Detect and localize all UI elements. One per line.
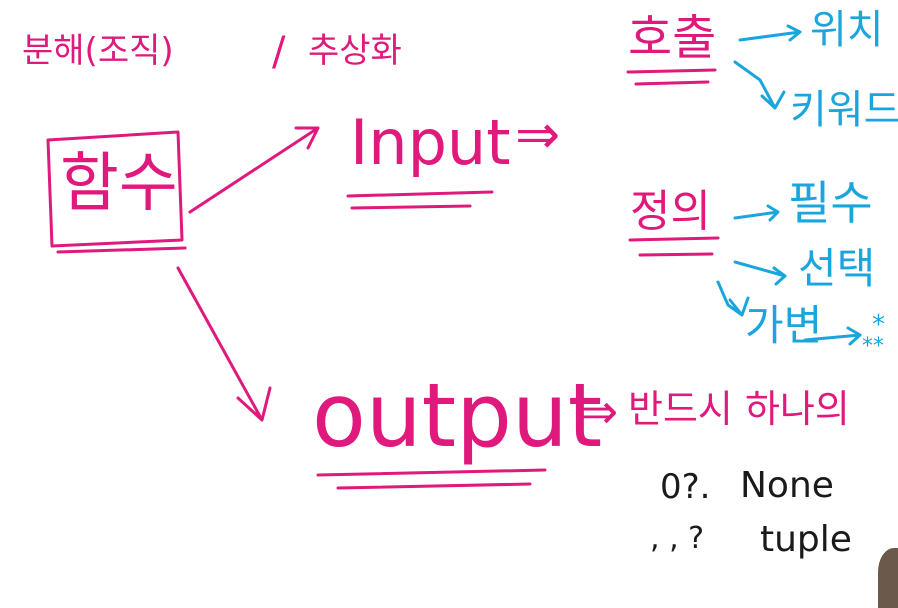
many-prefix: , , ?	[650, 521, 705, 556]
header-abstraction: 추상화	[308, 31, 402, 71]
define-item-optional: 선택	[798, 244, 876, 293]
input-underline	[346, 190, 494, 210]
header-separator: /	[272, 29, 286, 75]
define-item-variable: 가변	[745, 301, 823, 350]
presenter-shoulder	[878, 548, 898, 608]
call-item-position: 위치	[810, 7, 884, 53]
output-note: 반드시 하나의	[628, 387, 850, 431]
define-title: 정의	[630, 186, 711, 237]
function-box-underline	[56, 246, 187, 254]
function-box-outline	[46, 130, 184, 248]
output-label: output	[312, 364, 603, 467]
output-underline	[316, 468, 547, 490]
star-double: **	[862, 334, 884, 359]
arrow-call-position	[738, 24, 802, 42]
whiteboard: 분해(조직) / 추상화 함수 Input ⇒ output ⇒ 반드시 하나의…	[22, 7, 898, 608]
call-item-keyword: 키워드	[790, 87, 898, 133]
arrow-define-required	[733, 204, 780, 222]
arrow-to-output	[176, 266, 272, 422]
arrow-call-keyword	[733, 60, 786, 110]
input-label: Input	[350, 106, 511, 179]
arrow-variable-star	[803, 326, 862, 346]
arrow-define-variable	[716, 280, 750, 317]
function-label: 함수	[60, 147, 178, 221]
arrow-define-optional	[733, 260, 787, 286]
ink-strokes	[46, 24, 862, 490]
header-decomposition: 분해(조직)	[22, 31, 174, 71]
zero-prefix: 0?.	[660, 467, 711, 507]
call-underline	[626, 68, 717, 86]
output-arrow: ⇒	[578, 384, 619, 440]
star-single: *	[872, 310, 885, 340]
none-label: None	[740, 465, 834, 506]
define-underline	[628, 236, 720, 257]
input-arrow: ⇒	[515, 103, 561, 166]
call-title: 호출	[628, 10, 717, 66]
tuple-label: tuple	[760, 519, 852, 560]
define-item-required: 필수	[788, 176, 873, 230]
arrow-to-input	[188, 126, 320, 214]
